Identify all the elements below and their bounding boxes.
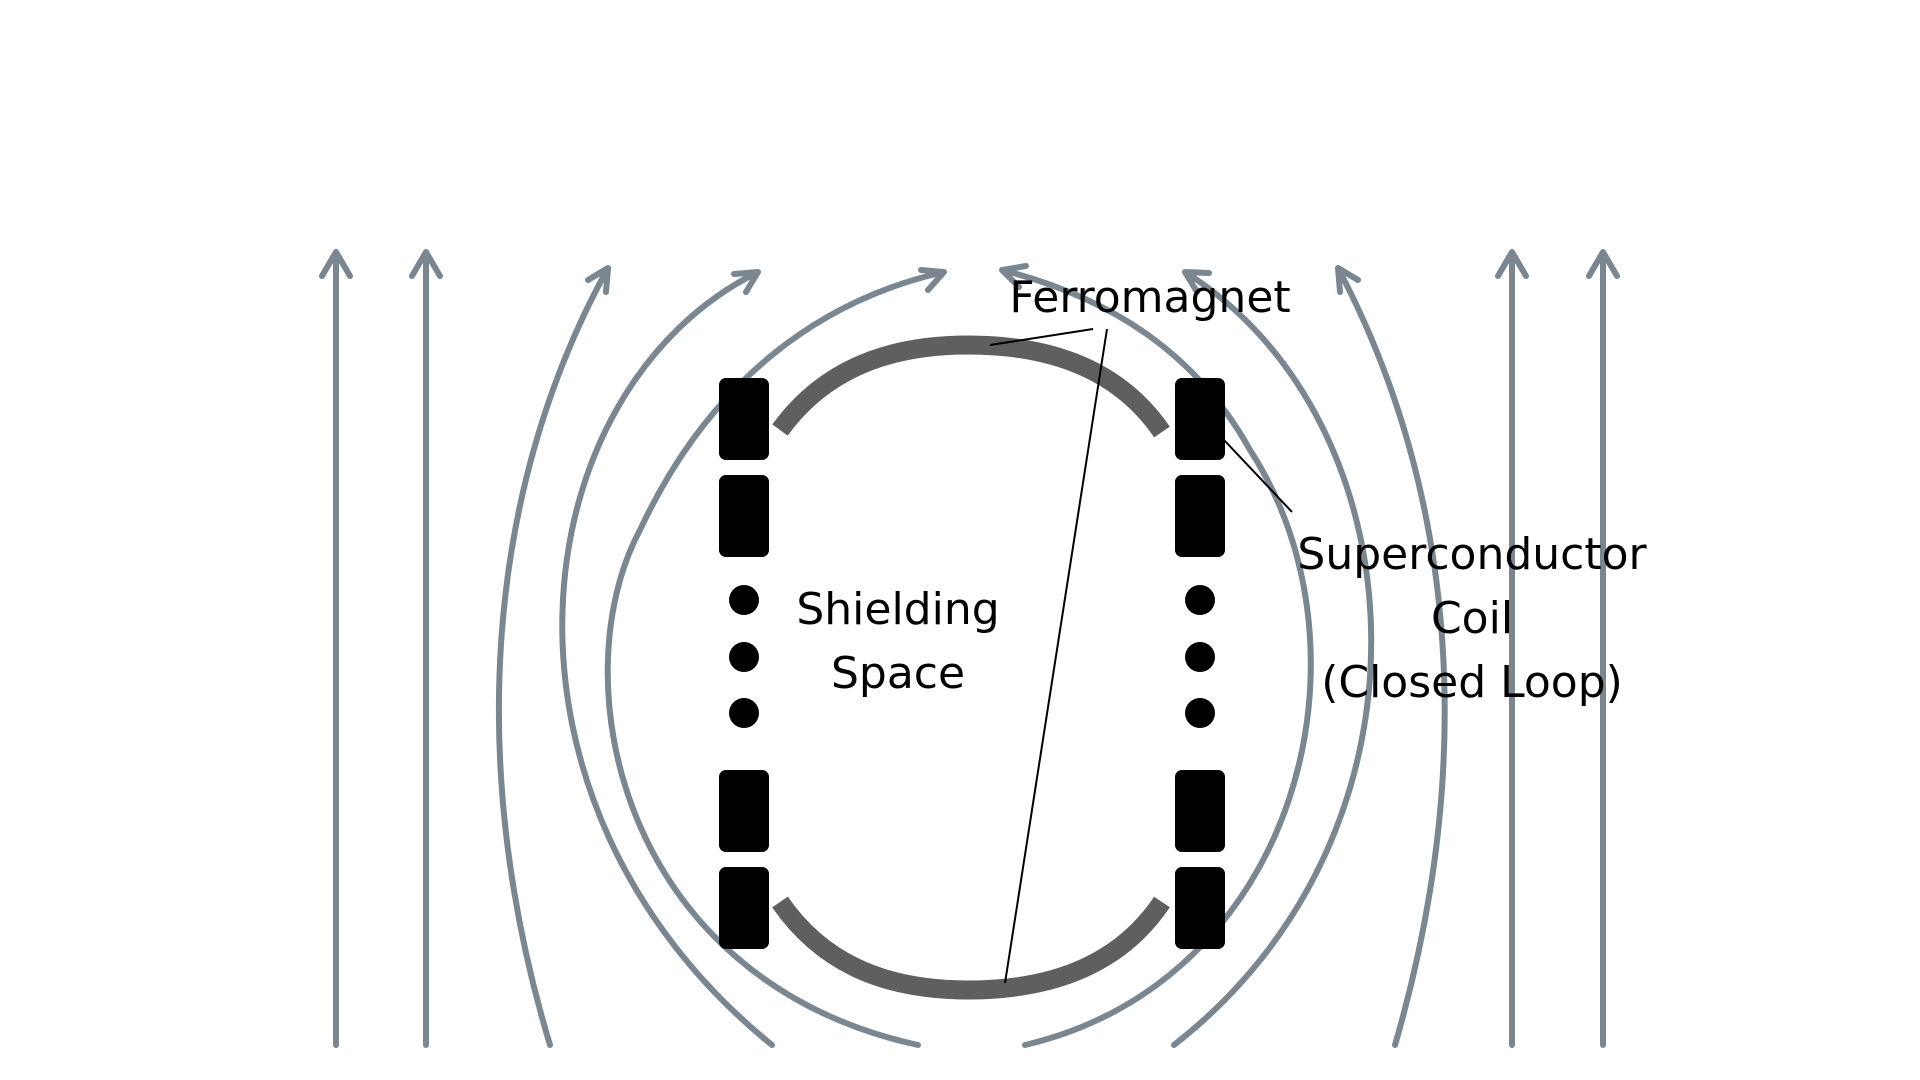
field-lines [319,249,1620,1048]
ferromagnet-leader-top [989,328,1094,346]
coil-ellipsis-dot [729,642,759,672]
coil-block [719,475,769,557]
coil-ellipsis-dot [729,698,759,728]
coil-leader [1223,439,1293,513]
field-line-straight-right-1 [1495,249,1529,1048]
coil-right [1175,378,1225,949]
field-line-curved-right-inner [999,263,1314,1048]
shielding-space-label-line1: Shielding [796,584,999,635]
coil-block [1175,475,1225,557]
coil-ellipsis-dot [729,585,759,615]
coil-label-line3: (Closed Loop) [1321,657,1623,708]
ferromagnet-label: Ferromagnet [1009,272,1290,323]
coil-label-line1: Superconductor [1297,529,1647,580]
ferromagnet-leader-bottom [1004,328,1108,984]
shielding-space-label-line2: Space [831,648,965,699]
coil-block [1175,770,1225,852]
ferromagnet-top-arc [772,335,1170,438]
field-line-straight-left-2 [409,249,443,1048]
field-line-straight-right-2 [1586,249,1620,1048]
field-line-curved-left-middle [559,269,775,1048]
field-line-curved-left-outer [495,265,611,1048]
field-line-curved-right-outer [1335,265,1448,1048]
coil-block [719,867,769,949]
coil-block [1175,378,1225,460]
coil-left [719,378,769,949]
ferromagnet [772,335,1170,1000]
coil-block [1175,867,1225,949]
field-line-curved-right-middle [1171,269,1375,1048]
coil-block [719,378,769,460]
coil-label-line2: Coil [1431,593,1513,644]
coil-ellipsis-dot [1185,585,1215,615]
labels: Ferromagnet Shielding Space Superconduct… [796,272,1647,708]
coil-ellipsis-dot [1185,698,1215,728]
field-line-straight-left-1 [319,249,353,1048]
ferromagnet-bottom-arc [772,896,1170,1000]
leader-lines [989,328,1293,984]
coil-ellipsis-dot [1185,642,1215,672]
coil-block [719,770,769,852]
